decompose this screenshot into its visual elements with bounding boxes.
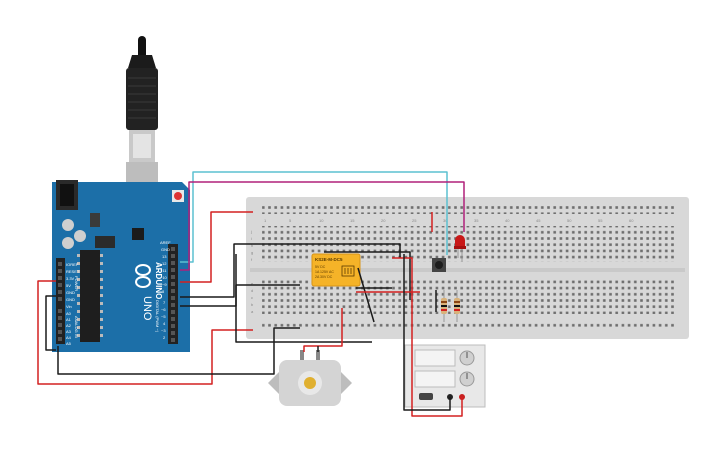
row-letter-h: h [251,243,253,248]
power-supply[interactable] [404,344,486,408]
analog-pin-a3-label: A3 [66,329,72,334]
power-pin-gnd1-label: GND [66,290,75,295]
pushbutton[interactable] [432,258,446,272]
pin-2-label: 2 [163,335,166,340]
resistor-1[interactable] [441,290,447,322]
voltage-display [414,349,456,367]
pin-10-label: ~10 [160,275,168,280]
power-pin-reset-label: RESET [66,269,80,274]
digital-header [168,244,178,344]
pin-aref-label: AREF [160,240,171,245]
wire-black-power[interactable] [403,254,451,411]
pin-12-label: 12 [162,261,167,266]
row-letter-j: j [250,229,252,234]
wire-red-arduino[interactable] [180,211,253,283]
column-number: 5 [289,218,292,223]
column-number: 15 [350,218,355,223]
power-pin-vin-label: Vin [66,304,72,309]
relay-spec-3: 2A 30V DC [315,275,333,279]
analog-pin-a0-label: A0 [66,311,72,316]
pin-6-label: ~6 [161,307,166,312]
dc-motor[interactable] [268,350,352,406]
row-letter-a: a [251,309,254,314]
digital-header-label: DIGITAL (PWM ~) [155,300,160,333]
row-letter-e: e [251,281,254,286]
column-number: 60 [629,218,634,223]
row-letter-b: b [251,302,254,307]
relay-module[interactable]: KS2E-M-DC5 5V DC 1A 125V AC 2A 30V DC [311,253,361,287]
resistor-2[interactable] [454,290,460,322]
red-led[interactable] [454,235,466,262]
pin-8-label: 8 [162,289,165,294]
power-switch[interactable] [419,393,433,400]
arduino-brand-label: ARDUINO [154,262,163,299]
wire-black-arduino-1[interactable] [180,243,401,298]
breadboard-center-channel [250,268,685,272]
column-number: 25 [412,218,417,223]
analog-header-label: ANALOG IN [74,316,79,338]
usb-cable[interactable] [126,36,158,186]
pin-9-label: ~9 [162,282,167,287]
relay-part-label: KS2E-M-DC5 [315,257,343,262]
pin-13-label: 13 [162,254,167,259]
wire-black-gnd[interactable] [45,295,56,351]
wire-red-power[interactable] [392,257,463,417]
row-letter-i: i [251,236,252,241]
wire-red-5v[interactable] [37,280,253,385]
atmega-chip [80,250,100,342]
arduino-model-label: UNO [141,296,153,321]
power-pin-ioref-label: IOREF [66,262,79,267]
analog-pin-a4-label: A4 [66,335,72,340]
current-display [414,370,456,388]
breadboard-bottom-rail [262,322,674,330]
column-number: 40 [505,218,510,223]
row-letter-f: f [251,257,253,262]
breadboard[interactable]: j i h g f e d c b a 1 5 10 15 20 25 30 3… [246,197,689,339]
row-letter-g: g [251,250,253,255]
pin-3-label: ~3 [161,328,166,333]
column-number: 10 [319,218,324,223]
pin-7-label: 7 [163,300,166,305]
column-number: 1 [264,218,267,223]
column-number: 35 [474,218,479,223]
power-pin-3v3-label: 3.3V [66,276,75,281]
row-letter-c: c [251,295,253,300]
row-letter-d: d [251,288,253,293]
wire-magenta[interactable] [180,181,465,271]
power-pin-5v-label: 5V [66,283,71,288]
power-pin-gnd2-label: GND [66,297,75,302]
column-number: 50 [567,218,572,223]
small-chip [132,228,144,240]
analog-pin-a2-label: A2 [66,323,72,328]
breadboard-top-rail [262,206,674,214]
arduino-logo-icon [135,264,151,288]
column-number: 20 [381,218,386,223]
arduino-uno-board[interactable]: ARDUINO UNO AREF GND 13 12 ~11 [52,180,190,352]
pin-11-label: ~11 [160,268,167,273]
wire-black-relay-diag[interactable] [357,267,375,323]
capacitor [62,219,74,231]
relay-symbol-icon [341,265,355,277]
relay-spec-2: 1A 125V AC [315,270,334,274]
pin-5-label: ~5 [161,314,166,319]
relay-spec-1: 5V DC [315,265,326,269]
wire-black-relay-1[interactable] [235,254,372,343]
wire-red-motor[interactable] [303,308,343,352]
power-header-label: POWER [74,276,79,291]
motor-shaft-icon [304,377,316,389]
pin-gnd-label: GND [161,247,170,252]
column-number: 45 [536,218,541,223]
pin-4-label: 4 [163,321,166,326]
column-number: 30 [443,218,448,223]
analog-pin-a1-label: A1 [66,317,72,322]
column-number: 55 [598,218,603,223]
analog-pin-a5-label: A5 [66,341,72,346]
wire-black-motor-ground[interactable] [57,327,300,375]
wire-black-relay-2[interactable] [324,251,411,300]
